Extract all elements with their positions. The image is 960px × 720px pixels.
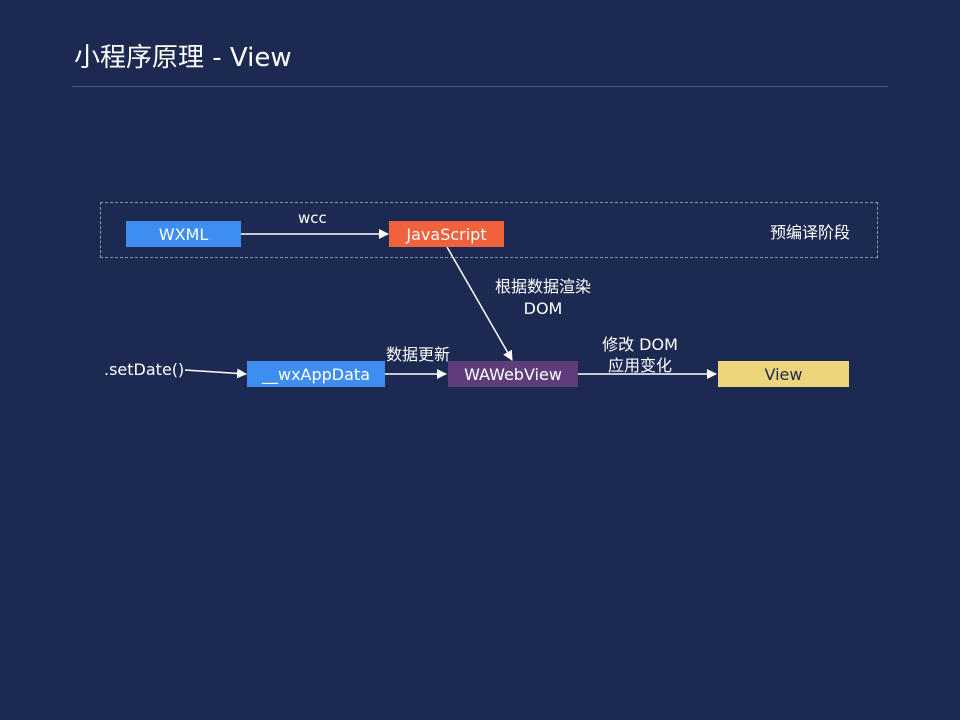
wcc-label: wcc [298,209,327,227]
render-dom-label-line1: 根据数据渲染 [494,277,591,296]
modify-dom-label-line1: 修改 DOM [602,335,678,354]
precompile-stage-label: 预编译阶段 [770,223,851,242]
arrow-setdate-to-wxappdata [184,368,247,379]
arrow-javascript-to-wawebview [446,246,513,361]
data-update-label: 数据更新 [386,345,451,364]
wawebview-node: WAWebView [448,361,578,387]
setdate-label: .setDate() [104,360,185,379]
view-node: View [718,361,849,387]
javascript-node: JavaScript [389,221,504,247]
slide-title: 小程序原理 - View [74,43,292,73]
render-dom-label-line2: DOM [523,299,563,318]
modify-dom-label-line2: 应用变化 [607,356,672,375]
wxappdata-node: __wxAppData [247,361,385,387]
title-divider [72,86,888,87]
precompile-stage-box [100,202,878,258]
wxml-node: WXML [126,221,241,247]
